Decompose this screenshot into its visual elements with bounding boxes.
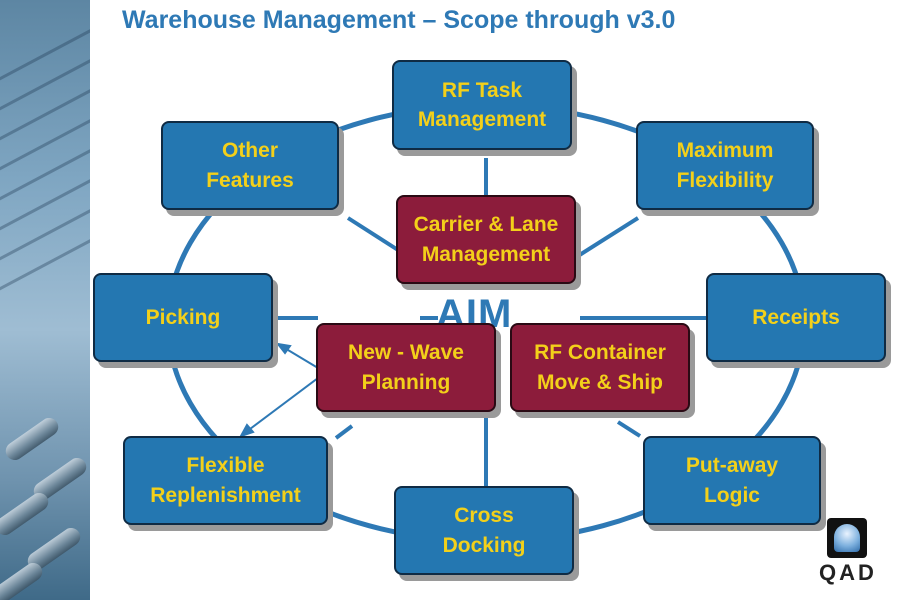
arrowhead-replenishment [238,423,255,438]
connector-put-away [616,420,642,438]
arrowhead-picking [275,342,292,355]
node-label-line2: Features [206,168,294,192]
node-label-line1: Carrier & Lane [413,213,559,237]
node-label-line2: Management [421,242,551,266]
connector-flexible-replenishment [334,424,354,440]
node-label-line1: Picking [145,305,221,329]
node-label-line2: Management [417,108,547,131]
arrow-wave-to-picking [282,346,319,369]
node-label-line1: Other [221,139,278,163]
arrow-wave-to-replenishment [245,377,319,433]
node-label-line2: Planning [361,370,451,394]
node-label-line1: RF Task [441,78,523,102]
connector-other-features [346,216,400,252]
node-label-line1: Flexible [186,454,265,478]
node-picking: Picking [93,273,273,362]
warehouse-photo-strip [0,0,90,600]
node-label-line1: New - Wave [348,341,464,365]
node-label-line2: Docking [442,533,526,557]
node-receipts: Receipts [706,273,886,362]
node-label-line1: Maximum [676,139,774,163]
node-label-line1: Receipts [752,305,840,329]
connector-maximum-flexibility [576,216,640,258]
node-label-line1: Put-away [685,454,779,478]
node-label-line2: Replenishment [150,483,301,507]
qad-logo-text: QAD [819,560,877,585]
node-label-line2: Move & Ship [536,370,663,394]
qad-logo: QAD [810,518,886,588]
node-label-line2: Flexibility [676,168,774,192]
node-label-line1: RF Container [534,341,666,365]
page-title: Warehouse Management – Scope through v3.… [122,6,676,34]
qad-logo-icon [827,518,867,558]
node-label-line2: Logic [703,483,760,507]
node-label-line1: Cross [454,504,514,528]
